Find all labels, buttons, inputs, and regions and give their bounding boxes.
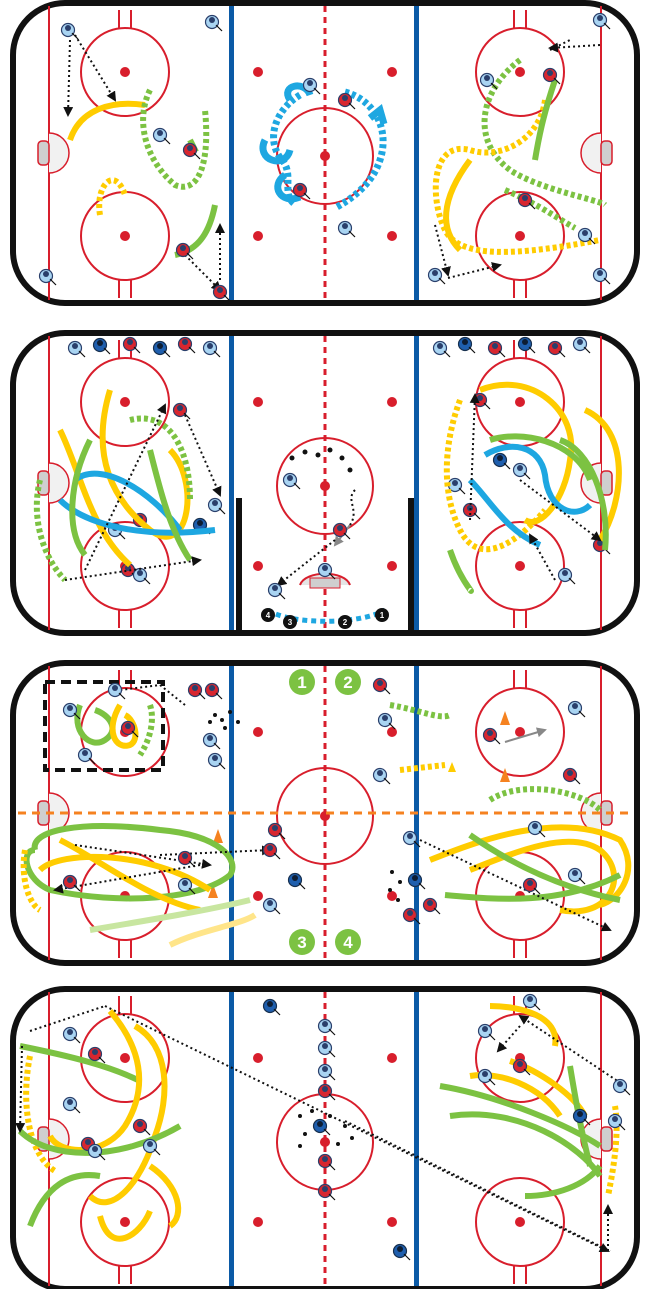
order-label: 3	[288, 618, 293, 627]
rink-1	[13, 3, 637, 303]
station-3-label: 3	[297, 933, 306, 952]
order-label: 2	[343, 618, 348, 627]
order-label: 1	[380, 611, 385, 620]
rink-4	[13, 989, 637, 1289]
station-1-label: 1	[297, 673, 306, 692]
rink-3: 1 2 3 4	[13, 663, 637, 963]
station-2-label: 2	[343, 673, 352, 692]
station-4-label: 4	[343, 933, 353, 952]
rink-2: 4 3 2 1	[13, 333, 637, 633]
order-label: 4	[266, 611, 271, 620]
